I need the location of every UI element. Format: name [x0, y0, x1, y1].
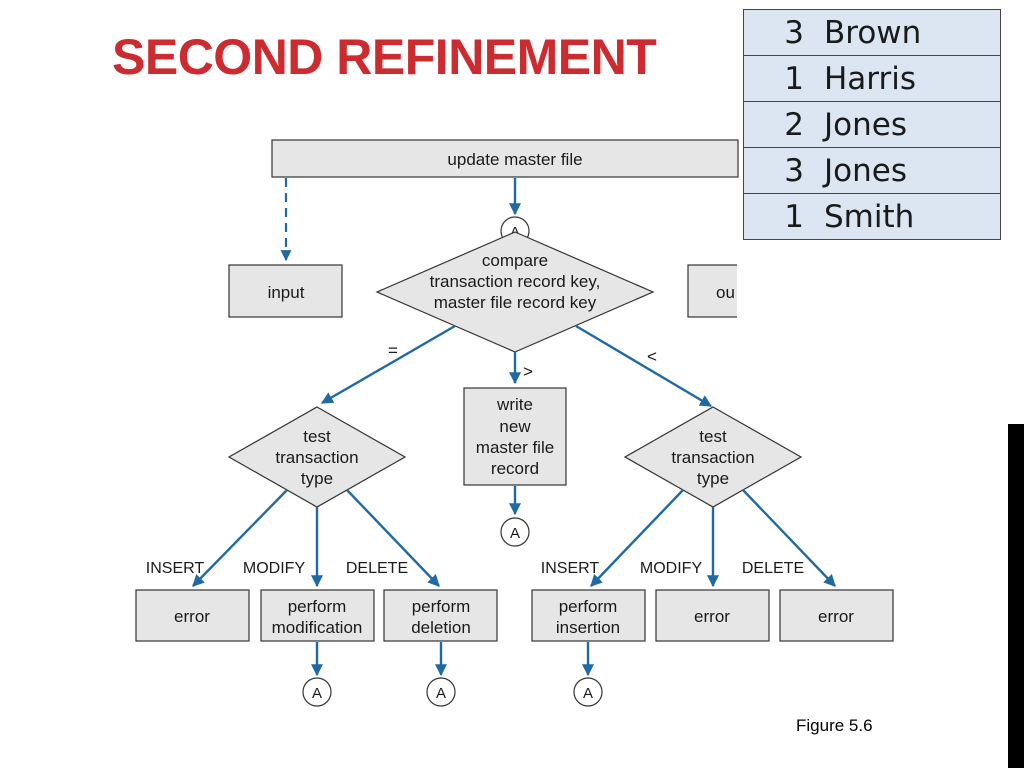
key-name: Brown — [824, 14, 922, 51]
right-error-modify-box: error — [655, 589, 770, 642]
label-delete-right: DELETE — [742, 560, 804, 577]
svg-text:A: A — [510, 525, 520, 542]
key-number: 3 — [784, 14, 804, 51]
label-modify-right: MODIFY — [640, 560, 703, 577]
key-row: 1 Smith — [744, 194, 1000, 239]
arrow-left-delete — [346, 489, 440, 587]
svg-text:master file: master file — [476, 438, 554, 457]
svg-text:error: error — [818, 607, 854, 626]
key-row: 3 Jones — [744, 148, 1000, 194]
svg-text:insertion: insertion — [556, 618, 620, 637]
left-error-box: error — [135, 589, 250, 642]
svg-text:master file record key: master file record key — [434, 293, 597, 312]
svg-text:test: test — [699, 427, 727, 446]
connector-a-deletion: A — [426, 677, 456, 707]
label-delete-left: DELETE — [346, 560, 408, 577]
key-name: Smith — [824, 198, 915, 235]
arrow-left-insert — [192, 489, 288, 587]
figure-caption: Figure 5.6 — [796, 716, 873, 735]
connector-a-insertion: A — [573, 677, 603, 707]
test-diamond-right: test transaction type — [623, 406, 803, 508]
svg-text:transaction record key,: transaction record key, — [430, 272, 601, 291]
right-error-delete-box: error — [779, 589, 894, 642]
svg-text:transaction: transaction — [671, 448, 754, 467]
perform-insertion-box: perform insertion — [531, 589, 646, 642]
svg-text:compare: compare — [482, 251, 548, 270]
arrow-right-delete — [742, 489, 836, 587]
slide-title: SECOND REFINEMENT — [112, 29, 657, 85]
compare-diamond: compare transaction record key, master f… — [375, 231, 655, 353]
key-number: 1 — [784, 60, 804, 97]
update-master-file-box: update master file — [271, 139, 739, 178]
key-row: 3 Brown — [744, 10, 1000, 56]
arrow-equal-branch — [320, 324, 456, 405]
svg-text:A: A — [436, 685, 446, 702]
input-box: input — [228, 264, 343, 318]
svg-text:write: write — [496, 395, 533, 414]
test-diamond-left: test transaction type — [227, 406, 407, 508]
key-row: 1 Harris — [744, 56, 1000, 102]
svg-text:A: A — [583, 685, 593, 702]
svg-text:type: type — [301, 469, 333, 488]
svg-text:record: record — [491, 459, 539, 478]
svg-text:perform: perform — [288, 597, 347, 616]
label-insert-right: INSERT — [541, 560, 600, 577]
key-table: 3 Brown 1 Harris 2 Jones 3 Jones 1 Smith — [743, 9, 1001, 240]
svg-text:perform: perform — [412, 597, 471, 616]
svg-text:perform: perform — [559, 597, 618, 616]
arrow-less-branch — [575, 324, 713, 408]
key-number: 1 — [784, 198, 804, 235]
svg-text:deletion: deletion — [411, 618, 471, 637]
svg-text:new: new — [499, 417, 531, 436]
label-less: < — [647, 347, 657, 366]
key-number: 2 — [784, 106, 804, 143]
write-record-box: write new master file record — [463, 387, 567, 486]
perform-modification-box: perform modification — [260, 589, 375, 642]
svg-text:update master file: update master file — [447, 150, 582, 169]
svg-text:error: error — [174, 607, 210, 626]
label-equal: = — [388, 341, 398, 360]
svg-text:ou: ou — [716, 283, 735, 302]
label-modify-left: MODIFY — [243, 560, 306, 577]
svg-text:transaction: transaction — [275, 448, 358, 467]
svg-text:type: type — [697, 469, 729, 488]
svg-text:input: input — [268, 283, 305, 302]
key-number: 3 — [784, 152, 804, 189]
perform-deletion-box: perform deletion — [383, 589, 498, 642]
svg-text:error: error — [694, 607, 730, 626]
svg-text:A: A — [312, 685, 322, 702]
label-greater: > — [523, 362, 533, 381]
label-insert-left: INSERT — [146, 560, 205, 577]
slide-edge-bar — [1008, 424, 1024, 768]
key-name: Jones — [824, 152, 907, 189]
key-name: Jones — [824, 106, 907, 143]
key-row: 2 Jones — [744, 102, 1000, 148]
connector-a-modification: A — [302, 677, 332, 707]
connector-a-write: A — [500, 517, 530, 547]
svg-text:modification: modification — [272, 618, 363, 637]
key-name: Harris — [824, 60, 917, 97]
arrow-right-insert — [590, 489, 684, 587]
svg-text:test: test — [303, 427, 331, 446]
